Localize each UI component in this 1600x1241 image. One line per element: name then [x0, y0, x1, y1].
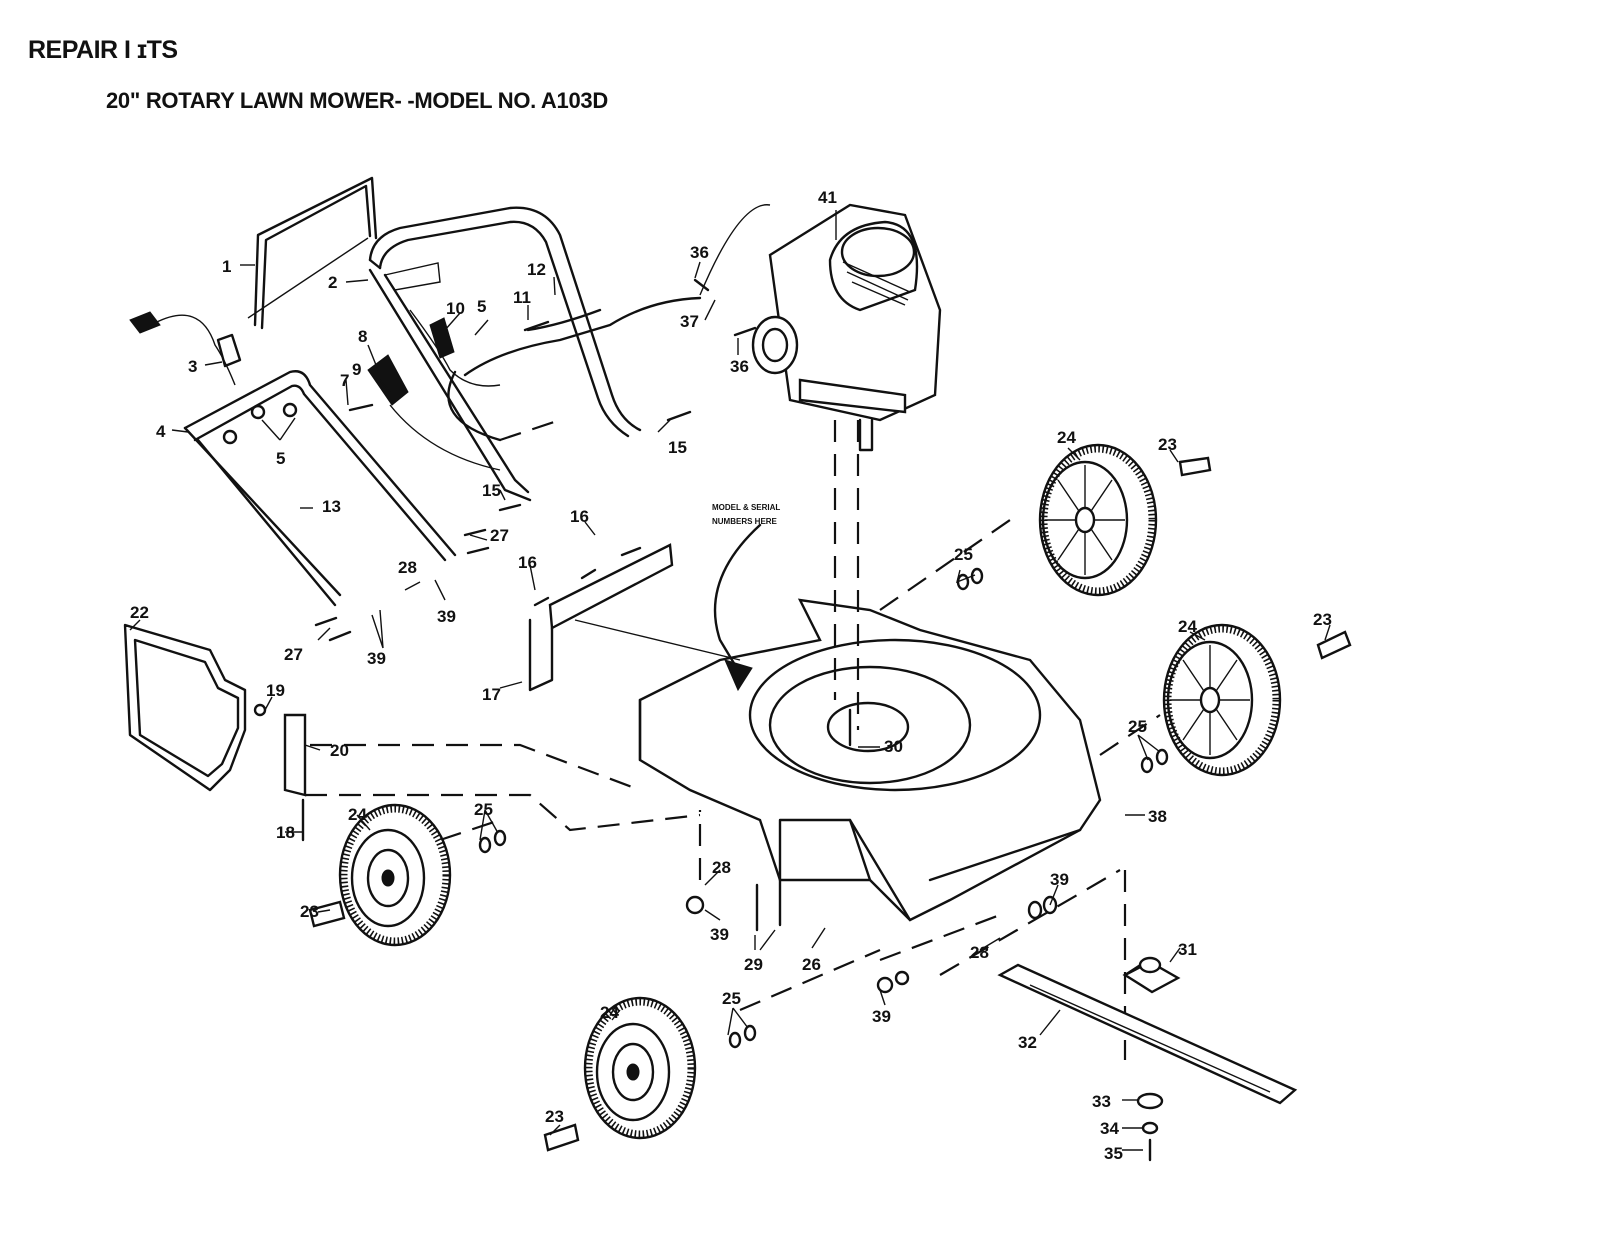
- callout-2: 2: [328, 273, 337, 292]
- callout-15-left: 15: [482, 481, 501, 500]
- callout-24-front-left: 24: [600, 1003, 619, 1022]
- section-title: REPAIR I ɪTS: [28, 36, 178, 64]
- callout-29: 29: [744, 955, 763, 974]
- callout-28-blade: 28: [970, 943, 989, 962]
- diagram-subtitle: 20" ROTARY LAWN MOWER- -MODEL NO. A103D: [106, 88, 608, 113]
- callout-24-rear-right: 24: [1057, 428, 1076, 447]
- callout-39-handle-right: 39: [437, 607, 456, 626]
- callout-36-upper: 36: [690, 243, 709, 262]
- callout-11: 11: [513, 288, 531, 307]
- rear-flap-bracket-part: [528, 543, 741, 692]
- callout-25-rear-left: 25: [474, 800, 493, 819]
- callout-8: 8: [358, 327, 367, 346]
- callout-23-front-left: 23: [545, 1107, 564, 1126]
- handle-lower-part: [368, 206, 642, 502]
- callout-23-rear-left: 23: [300, 902, 319, 921]
- callout-28-deck: 28: [712, 858, 731, 877]
- callout-9: 9: [352, 360, 361, 379]
- screws-part: [314, 278, 852, 932]
- callout-labels: 1 2 3 4 5 5 28 7 8 9 10 11 12 13 15 15 1…: [130, 188, 1332, 1163]
- grass-bag-part: [447, 296, 702, 442]
- callout-31: 31: [1178, 940, 1197, 959]
- callout-16-upper: 16: [570, 507, 589, 526]
- callout-39-deck-left: 39: [710, 925, 729, 944]
- callout-leaders: [129, 210, 1331, 1151]
- callout-37: 37: [680, 312, 699, 331]
- callout-23-rear-right: 23: [1158, 435, 1177, 454]
- callout-27-upper: 27: [490, 526, 509, 545]
- callout-5-lower: 5: [276, 449, 285, 468]
- callout-17: 17: [482, 685, 501, 704]
- callout-4: 4: [156, 422, 166, 441]
- callout-18: 18: [276, 823, 295, 842]
- callout-3: 3: [188, 357, 197, 376]
- callout-32: 32: [1018, 1033, 1037, 1052]
- blade-adapter-part: [1122, 956, 1181, 994]
- mower-deck-part: [638, 598, 1102, 922]
- callout-23-front-right: 23: [1313, 610, 1332, 629]
- callout-30: 30: [884, 737, 903, 756]
- callout-27-lower: 27: [284, 645, 303, 664]
- callout-10: 10: [446, 299, 465, 318]
- callout-41: 41: [818, 188, 837, 207]
- callout-25-front-right: 25: [1128, 717, 1147, 736]
- callout-1: 1: [222, 257, 231, 276]
- washers-part: [478, 567, 1169, 1049]
- serial-note-line2: NUMBERS HERE: [712, 517, 778, 526]
- serial-arrow: [713, 523, 762, 692]
- callout-24-rear-left: 24: [348, 805, 367, 824]
- callout-39-deck-right: 39: [1050, 870, 1069, 889]
- callout-5-upper: 5: [477, 297, 486, 316]
- callout-7: 7: [340, 371, 349, 390]
- assembly-lines: [305, 420, 1161, 1060]
- callout-25-front-left: 25: [722, 989, 741, 1008]
- callout-20: 20: [330, 741, 349, 760]
- callout-28-lower-left: 28: [398, 558, 417, 577]
- callout-33: 33: [1092, 1092, 1111, 1111]
- engine-part: [699, 203, 942, 452]
- blade-hardware-part: [1136, 1092, 1164, 1162]
- callout-39-handle-left: 39: [367, 649, 386, 668]
- serial-note-line1: MODEL & SERIAL: [712, 503, 780, 512]
- callout-36-lower: 36: [730, 357, 749, 376]
- wheel-bolts-part: [308, 456, 1352, 1152]
- callout-16-lower: 16: [518, 553, 537, 572]
- callout-15-right: 15: [668, 438, 687, 457]
- callout-12: 12: [527, 260, 546, 279]
- callout-26: 26: [802, 955, 821, 974]
- callout-24-front-right: 24: [1178, 617, 1197, 636]
- callout-38: 38: [1148, 807, 1167, 826]
- wheel-front-left-part: [583, 996, 697, 1140]
- callout-13: 13: [322, 497, 341, 516]
- throttle-cable-part: [129, 309, 501, 471]
- callout-39-blade: 39: [872, 1007, 891, 1026]
- callout-25-rear-right: 25: [954, 545, 973, 564]
- wheel-rear-right-part: [1038, 443, 1158, 597]
- wheel-rear-left-part: [338, 803, 452, 947]
- callout-35: 35: [1104, 1144, 1123, 1163]
- callout-19: 19: [266, 681, 285, 700]
- handle-upper-part: [247, 176, 378, 330]
- discharge-chute-part: [123, 623, 247, 792]
- callout-22: 22: [130, 603, 149, 622]
- handle-side-bar-part: [183, 370, 457, 607]
- hinge-bracket-part: [253, 703, 307, 842]
- wheel-front-right-part: [1162, 623, 1282, 777]
- callout-34: 34: [1100, 1119, 1119, 1138]
